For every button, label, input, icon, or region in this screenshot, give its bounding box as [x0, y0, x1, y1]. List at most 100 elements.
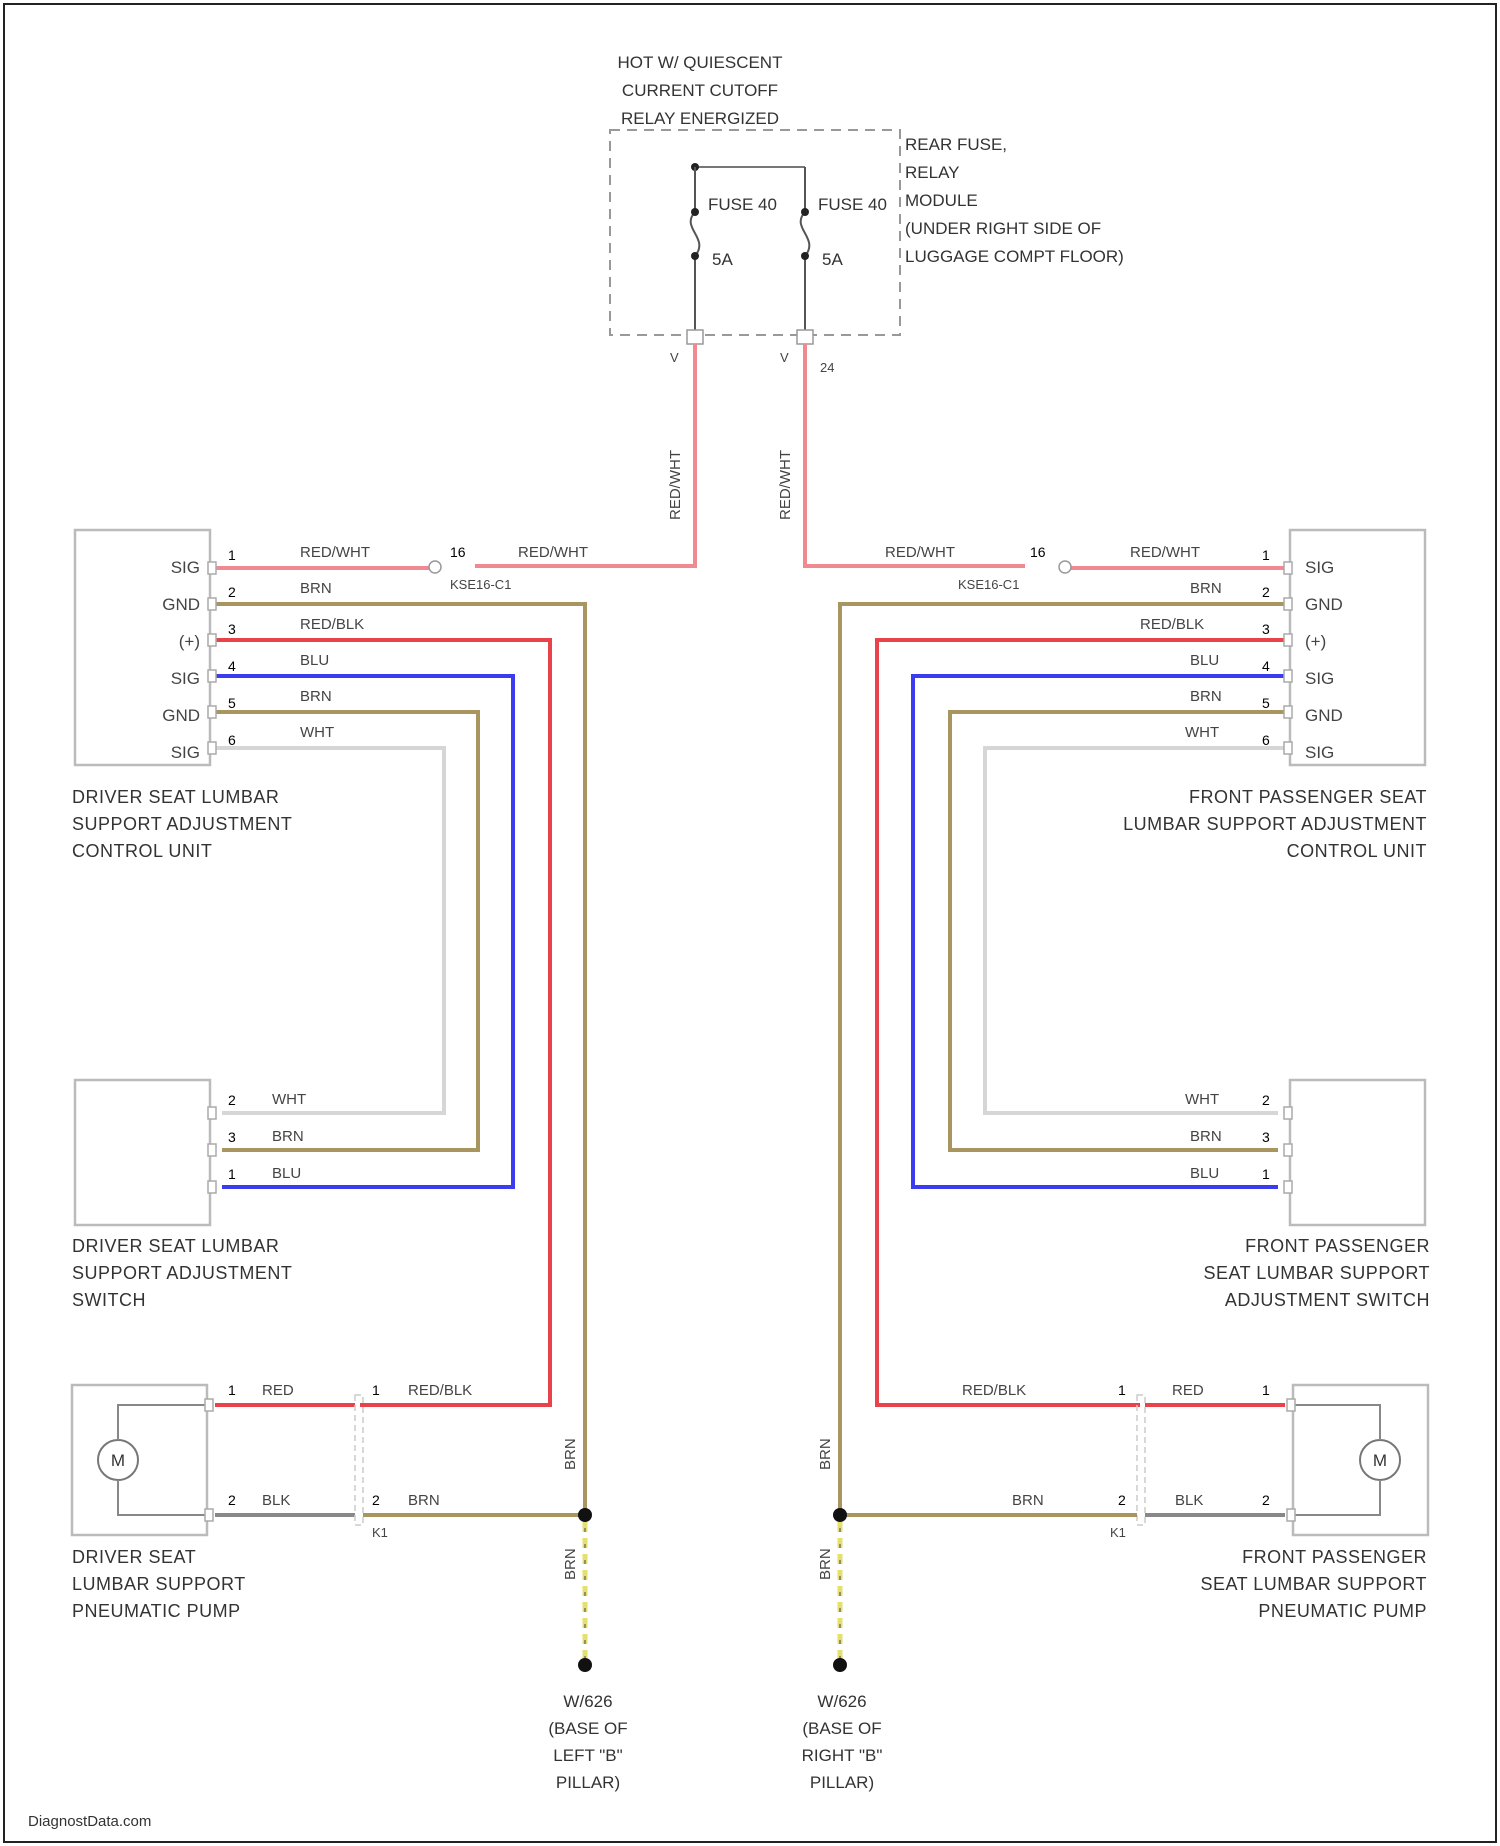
left-ground-label-2: (BASE OF [548, 1719, 627, 1738]
fuse-left-label: FUSE 40 [708, 195, 777, 214]
right-ground-point [833, 1658, 847, 1672]
right-pump-name-2: SEAT LUMBAR SUPPORT [1200, 1574, 1427, 1594]
fuse-module-name-5: LUGGAGE COMPT FLOOR) [905, 247, 1124, 266]
right-sw-pin-3: 1 [1262, 1166, 1270, 1182]
right-wire-label-4: BLU [1190, 652, 1219, 669]
right-wire-label-5: BRN [1190, 688, 1222, 705]
left-pump-name-1: DRIVER SEAT [72, 1547, 196, 1567]
right-ground-node [833, 1508, 847, 1522]
left-ground-label-1: W/626 [563, 1692, 612, 1711]
fuse-left-rating: 5A [712, 250, 733, 269]
left-cu-pin-4: 4 [228, 658, 236, 674]
feed-wire-left-label: RED/WHT [667, 450, 684, 520]
fuse-left-node-bot [691, 252, 699, 260]
right-sw-wire-2: BRN [1190, 1128, 1222, 1145]
right-wire-brn-2 [950, 712, 1285, 1150]
right-pump-conn-pin-a: 1 [1118, 1382, 1126, 1398]
right-pump-conn-label: K1 [1110, 1525, 1126, 1540]
right-cu-name-3: CONTROL UNIT [1287, 841, 1427, 861]
feed-wire-right [805, 344, 1025, 566]
fuse-right-label: FUSE 40 [818, 195, 887, 214]
feed-wire-right-label: RED/WHT [777, 450, 794, 520]
left-sw-pin-1: 2 [228, 1092, 236, 1108]
left-wire-blu [215, 676, 513, 1187]
left-sw-pin-3: 1 [228, 1166, 236, 1182]
fuse-right-pin-label: V [780, 350, 789, 365]
right-ground-wire-label-2: BRN [817, 1548, 834, 1580]
right-cu-sig-6: SIG [1305, 743, 1334, 762]
right-cu-pin-3: 3 [1262, 621, 1270, 637]
right-sw-name-3: ADJUSTMENT SWITCH [1225, 1290, 1430, 1310]
right-pump-pin-b: 2 [1262, 1492, 1270, 1508]
hot-label-1: HOT W/ QUIESCENT [618, 53, 783, 72]
left-cu-pin-6: 6 [228, 732, 236, 748]
left-ground-wire-label-2: BRN [562, 1548, 579, 1580]
left-switch [75, 1080, 210, 1225]
left-cu-name-3: CONTROL UNIT [72, 841, 212, 861]
left-pump-out-wire-a: RED/BLK [408, 1382, 472, 1399]
left-cu-sig-1: SIG [171, 558, 200, 577]
right-pump-wire-b: BLK [1175, 1492, 1203, 1509]
right-cu-sig-4: SIG [1305, 669, 1334, 688]
right-ground-label-2: (BASE OF [802, 1719, 881, 1738]
fuse-right-node-top [801, 208, 809, 216]
left-splice-pin: 16 [450, 544, 466, 560]
left-sw-name-3: SWITCH [72, 1290, 146, 1310]
right-pump-wire-a: RED [1172, 1382, 1204, 1399]
right-splice-pin: 16 [1030, 544, 1046, 560]
right-sw-wire-3: BLU [1190, 1165, 1219, 1182]
right-cu-name-1: FRONT PASSENGER SEAT [1189, 787, 1427, 807]
fuse-module: HOT W/ QUIESCENT CURRENT CUTOFF RELAY EN… [610, 53, 1124, 375]
left-sw-wire-3: BLU [272, 1165, 301, 1182]
left-wire-brn-1 [215, 604, 585, 1513]
fuse-right-rating: 5A [822, 250, 843, 269]
left-circuit: SIG GND (+) SIG GND SIG 1 2 3 4 5 6 RED/… [72, 530, 628, 1792]
left-cu-pin-5: 5 [228, 695, 236, 711]
left-cu-sig-4: SIG [171, 669, 200, 688]
left-cu-sig-5: GND [162, 706, 200, 725]
left-ground-label-3: LEFT "B" [553, 1746, 622, 1765]
right-motor-label: M [1373, 1451, 1387, 1470]
right-switch [1290, 1080, 1425, 1225]
left-cu-sig-3: (+) [179, 632, 200, 651]
right-cu-pin-5: 5 [1262, 695, 1270, 711]
left-wire-label-2: BRN [300, 580, 332, 597]
right-cu-sig-5: GND [1305, 706, 1343, 725]
right-wire-redblk [877, 640, 1285, 1405]
pin-stubs [205, 562, 1295, 1521]
right-splice-wire: RED/WHT [885, 544, 955, 561]
feed-wire-left [475, 344, 695, 566]
right-cu-sig-3: (+) [1305, 632, 1326, 651]
fuse-right-node-bot [801, 252, 809, 260]
right-splice-conn: KSE16-C1 [958, 577, 1019, 592]
fuse-left-pin-label: V [670, 350, 679, 365]
left-cu-sig-2: GND [162, 595, 200, 614]
right-sw-name-2: SEAT LUMBAR SUPPORT [1203, 1263, 1430, 1283]
fuse-module-name-1: REAR FUSE, [905, 135, 1007, 154]
left-sw-pin-2: 3 [228, 1129, 236, 1145]
right-cu-pin-1: 1 [1262, 547, 1270, 563]
left-ground-wire-label: BRN [562, 1438, 579, 1470]
left-pump-wire-a: RED [262, 1382, 294, 1399]
right-pump-name-3: PNEUMATIC PUMP [1258, 1601, 1427, 1621]
left-pump-connector [355, 1395, 363, 1525]
hot-label-2: CURRENT CUTOFF [622, 81, 778, 100]
left-wire-redblk [215, 640, 550, 1405]
left-wire-label-4: BLU [300, 652, 329, 669]
hot-label-3: RELAY ENERGIZED [621, 109, 779, 128]
left-wire-label-5: BRN [300, 688, 332, 705]
fuse-right-pin [797, 330, 813, 344]
left-sw-wire-2: BRN [272, 1128, 304, 1145]
left-pump-wire-b: BLK [262, 1492, 290, 1509]
left-wire-label-3: RED/BLK [300, 616, 364, 633]
left-pump-conn-label: K1 [372, 1525, 388, 1540]
right-cu-sig-1: SIG [1305, 558, 1334, 577]
right-wire-blu [913, 676, 1285, 1187]
right-cu-sig-2: GND [1305, 595, 1343, 614]
left-motor-label: M [111, 1451, 125, 1470]
left-splice-connector [429, 561, 441, 573]
footer-watermark: DiagnostData.com [28, 1813, 151, 1830]
left-sw-name-2: SUPPORT ADJUSTMENT [72, 1263, 292, 1283]
right-cu-pin-2: 2 [1262, 584, 1270, 600]
right-wire-label-1: RED/WHT [1130, 544, 1200, 561]
